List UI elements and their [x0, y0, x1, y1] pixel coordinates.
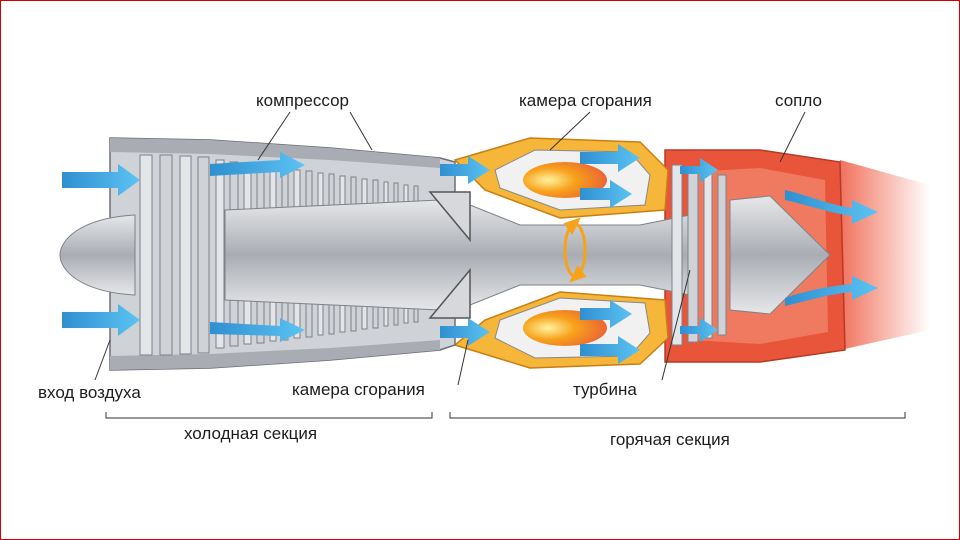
label-compressor: компрессор	[256, 91, 349, 110]
intake-spinner	[59, 214, 136, 296]
arrow-right-icon	[785, 276, 878, 306]
arrow-right-icon	[580, 144, 640, 172]
label-nozzle: сопло	[775, 91, 822, 110]
arrow-right-icon	[62, 304, 140, 336]
hot-section-bracket	[449, 412, 906, 419]
label-cold-section: холодная секция	[184, 424, 318, 443]
exhaust-cone	[729, 195, 831, 315]
arrow-right-icon	[210, 318, 305, 342]
label-air-intake: вход воздуха	[38, 383, 141, 402]
label-combustion-chamber-top: камера сгорания	[519, 91, 652, 110]
arrow-right-icon	[580, 336, 640, 364]
compressor-outer-band-top	[110, 138, 440, 168]
arrow-right-icon	[680, 318, 718, 342]
diffuser-strut-bottom	[428, 267, 471, 319]
label-combustion-chamber-bottom: камера сгорания	[292, 380, 425, 399]
section-brackets	[105, 412, 906, 419]
arrow-right-icon	[680, 158, 718, 182]
compressor-outer-band-bottom	[110, 340, 440, 370]
diffuser-strut-top	[428, 191, 471, 243]
arrow-right-icon	[440, 318, 490, 346]
leader-lines	[94, 111, 806, 386]
arrow-right-icon	[440, 156, 490, 184]
arrow-right-icon	[580, 180, 632, 208]
arrow-right-icon	[62, 164, 140, 196]
label-hot-section: горячая секция	[610, 430, 730, 449]
exhaust-plume	[840, 160, 930, 350]
arrow-right-icon	[210, 152, 305, 178]
arrow-right-icon	[785, 190, 878, 224]
rotation-arrow-icon	[563, 217, 587, 283]
airflow-arrows	[62, 144, 878, 364]
label-turbine: турбина	[573, 380, 637, 399]
cold-section-bracket	[105, 412, 433, 419]
arrow-right-icon	[580, 300, 632, 328]
